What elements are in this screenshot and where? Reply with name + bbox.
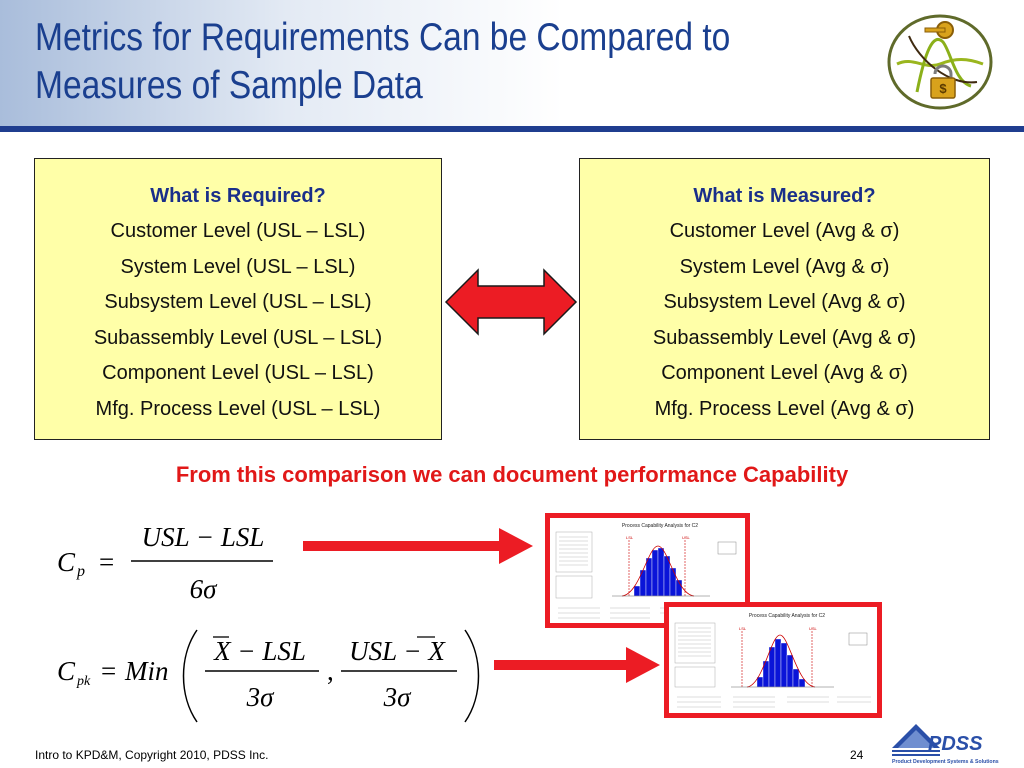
measured-item: Component Level (Avg & σ) <box>661 362 908 384</box>
histogram-chart: Process Capability Analysis for C2 LSL U… <box>674 613 871 708</box>
cp-symbol: C <box>57 547 76 577</box>
required-item: Subsystem Level (USL – LSL) <box>104 291 372 313</box>
comma: , <box>327 656 334 686</box>
measured-item: Subsystem Level (Avg & σ) <box>663 291 906 313</box>
histogram-chart: Process Capability Analysis for C2 LSL U… <box>555 523 740 619</box>
stats-lines <box>559 536 588 566</box>
cp-numerator: USL − LSL <box>142 522 265 552</box>
required-item: Customer Level (USL – LSL) <box>110 220 366 242</box>
slide-title-line-2: Measures of Sample Data <box>35 64 423 107</box>
required-item: Mfg. Process Level (USL – LSL) <box>95 397 381 420</box>
cpk-subscript: pk <box>76 674 91 689</box>
pdss-logo-icon: PDSS Product Development Systems & Solut… <box>892 724 999 765</box>
cpk-term1-numerator: X − LSL <box>213 636 306 666</box>
stats-panel <box>555 531 593 573</box>
histogram-bars <box>633 547 683 597</box>
equals-sign: = <box>101 656 116 686</box>
comparison-caption: From this comparison we can document per… <box>175 462 849 487</box>
required-item: Component Level (USL – LSL) <box>102 362 374 384</box>
cpk-term1-denominator: 3σ <box>246 682 276 712</box>
equals-sign: = <box>99 547 114 577</box>
required-box: What is Required? Customer Level (USL – … <box>34 158 442 440</box>
footer-copyright: Intro to KPD&M, Copyright 2010, PDSS Inc… <box>35 748 269 762</box>
right-arrow-icon <box>303 528 533 564</box>
title-underline <box>0 126 1024 132</box>
measured-box: What is Measured? Customer Level (Avg & … <box>579 158 990 440</box>
measured-item: Mfg. Process Level (Avg & σ) <box>654 397 915 420</box>
right-paren <box>464 629 480 723</box>
slide-title-line-1: Metrics for Requirements Can be Compared… <box>35 16 731 59</box>
required-heading: What is Required? <box>150 185 326 207</box>
measured-heading: What is Measured? <box>693 185 876 207</box>
right-arrow-icon <box>494 647 660 683</box>
lsl-label: LSL <box>739 626 747 631</box>
chart-title: Process Capability Analysis for C2 <box>622 523 698 529</box>
cpk-formula: C pk = Min X − LSL 3σ , USL − X 3σ <box>57 629 480 723</box>
measured-item: System Level (Avg & σ) <box>679 255 890 278</box>
double-headed-arrow-icon <box>444 268 578 336</box>
min-function: Min <box>124 656 169 686</box>
pdss-wordmark: PDSS <box>928 733 983 755</box>
lsl-label: LSL <box>626 535 634 540</box>
measured-item: Subassembly Level (Avg & σ) <box>652 326 917 349</box>
key-lock-logo-icon: $ <box>887 14 993 110</box>
required-item: System Level (USL – LSL) <box>120 255 356 278</box>
capability-chart-thumbnail: Process Capability Analysis for C2 LSL U… <box>664 602 882 718</box>
cpk-term2-numerator: USL − X <box>349 636 446 666</box>
capability-chart-thumbnail: Process Capability Analysis for C2 LSL U… <box>545 513 750 628</box>
slide-title: Metrics for Requirements Can be Compared… <box>35 14 740 110</box>
usl-label: USL <box>809 626 818 631</box>
required-item: Subassembly Level (USL – LSL) <box>93 326 383 349</box>
left-paren <box>182 629 198 723</box>
cpk-term2-denominator: 3σ <box>383 682 413 712</box>
page-number: 24 <box>850 748 864 762</box>
measured-item: Customer Level (Avg & σ) <box>669 220 900 242</box>
cp-formula: C p = USL − LSL 6σ <box>57 522 273 604</box>
cp-denominator: 6σ <box>190 574 219 604</box>
pdss-tagline: Product Development Systems & Solutions <box>892 759 999 765</box>
chart-title: Process Capability Analysis for C2 <box>749 613 825 619</box>
usl-label: USL <box>682 535 691 540</box>
svg-text:$: $ <box>939 81 947 96</box>
cpk-symbol: C <box>57 656 76 686</box>
title-band <box>0 0 1024 128</box>
cp-subscript: p <box>76 563 85 580</box>
